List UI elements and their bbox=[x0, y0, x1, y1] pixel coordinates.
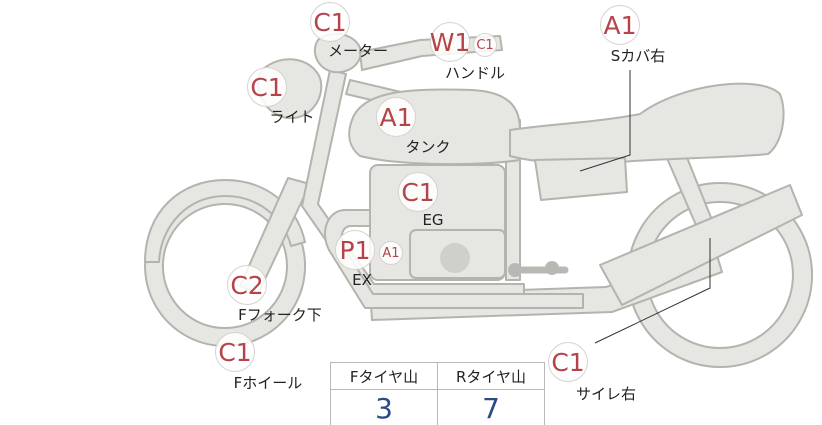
sub-code-badge-exhaust: A1 bbox=[379, 241, 403, 265]
leader-side-cover bbox=[579, 70, 631, 172]
drive-sprocket bbox=[440, 243, 470, 273]
label-engine: EG bbox=[422, 211, 444, 229]
label-exhaust: EX bbox=[352, 271, 372, 289]
code-badge-silencer-right: C1 bbox=[548, 342, 588, 382]
label-front-wheel: Fホイール bbox=[233, 374, 303, 392]
code-badge-handle: W1 bbox=[430, 22, 470, 62]
exhaust-pipe bbox=[324, 209, 584, 309]
label-light: ライト bbox=[269, 108, 315, 126]
label-tank: タンク bbox=[405, 138, 451, 156]
label-handle: ハンドル bbox=[444, 64, 506, 82]
label-side-cover-right: Sカバ右 bbox=[610, 47, 666, 65]
code-badge-exhaust: P1 bbox=[335, 230, 375, 270]
code-badge-front-wheel: C1 bbox=[215, 332, 255, 372]
tire-tread-table: Fタイヤ山 Rタイヤ山 3 7 bbox=[330, 362, 545, 425]
leader-silencer bbox=[594, 238, 711, 344]
front-fender bbox=[144, 179, 306, 263]
code-badge-meter: C1 bbox=[310, 2, 350, 42]
label-meter: メーター bbox=[327, 42, 389, 60]
sub-code-badge-handle: C1 bbox=[473, 33, 497, 57]
label-front-fork-lower: Fフォーク下 bbox=[238, 306, 322, 324]
code-badge-front-fork-lower: C2 bbox=[227, 265, 267, 305]
label-silencer-right: サイレ右 bbox=[575, 385, 637, 403]
rear-tire-header: Rタイヤ山 bbox=[437, 362, 545, 390]
code-badge-tank: A1 bbox=[376, 97, 416, 137]
frame bbox=[301, 69, 525, 299]
seat bbox=[509, 82, 785, 165]
code-badge-side-cover-right: A1 bbox=[600, 5, 640, 45]
code-badge-light: C1 bbox=[247, 67, 287, 107]
rear-tire-value: 7 bbox=[437, 389, 545, 425]
side-cover bbox=[534, 157, 628, 201]
front-tire-value: 3 bbox=[330, 389, 438, 425]
front-tire-header: Fタイヤ山 bbox=[330, 362, 438, 390]
silencer bbox=[599, 184, 803, 306]
code-badge-engine: C1 bbox=[398, 172, 438, 212]
